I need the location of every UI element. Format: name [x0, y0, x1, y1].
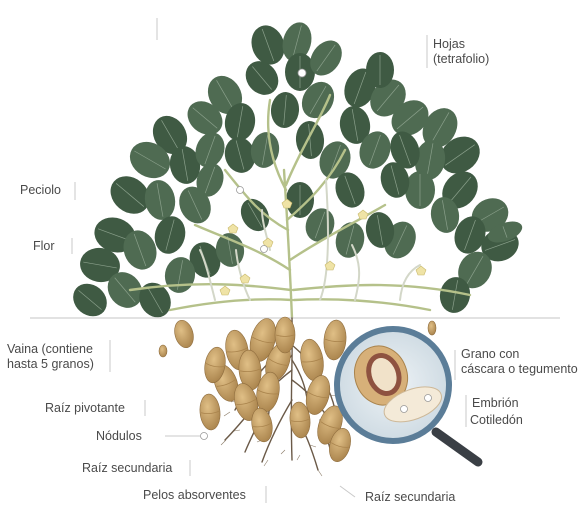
hojas-marker [298, 69, 306, 77]
magnifier-handle [436, 432, 478, 462]
label-hojas: Hojas (tetrafolio) [433, 37, 489, 67]
label-grano-line1: Grano con [461, 347, 578, 362]
pod [275, 317, 295, 353]
flower [358, 210, 368, 219]
label-flor: Flor [33, 239, 55, 254]
label-nodulos: Nódulos [96, 429, 142, 444]
label-peciolo: Peciolo [20, 183, 61, 198]
label-raiz-pivotante: Raíz pivotante [45, 401, 125, 416]
pod [428, 321, 436, 335]
flower [228, 224, 238, 233]
label-raiz-secundaria-bottom: Raíz secundaria [365, 490, 455, 505]
label-grano-line2: cáscara o tegumento [461, 362, 578, 377]
flower [220, 286, 230, 295]
label-hojas-line1: Hojas [433, 37, 489, 52]
peciolo-marker [237, 187, 244, 194]
nodulos-marker [201, 433, 208, 440]
embryo-marker [425, 395, 432, 402]
label-vaina-line1: Vaina (contiene [7, 342, 94, 357]
pod [172, 318, 197, 350]
label-vaina: Vaina (contiene hasta 5 granos) [7, 342, 94, 372]
label-vaina-line2: hasta 5 granos) [7, 357, 94, 372]
label-pelos-absorventes: Pelos absorventes [143, 488, 246, 503]
label-grano: Grano con cáscara o tegumento [461, 347, 578, 377]
label-cotiledon: Cotiledón [470, 413, 523, 428]
cotyledon-marker [401, 406, 408, 413]
flor-marker [261, 246, 268, 253]
label-embrion: Embrión [472, 396, 519, 411]
pod [159, 345, 167, 357]
magnifier [337, 329, 478, 462]
label-raiz-secundaria-left: Raíz secundaria [82, 461, 172, 476]
label-hojas-line2: (tetrafolio) [433, 52, 489, 67]
